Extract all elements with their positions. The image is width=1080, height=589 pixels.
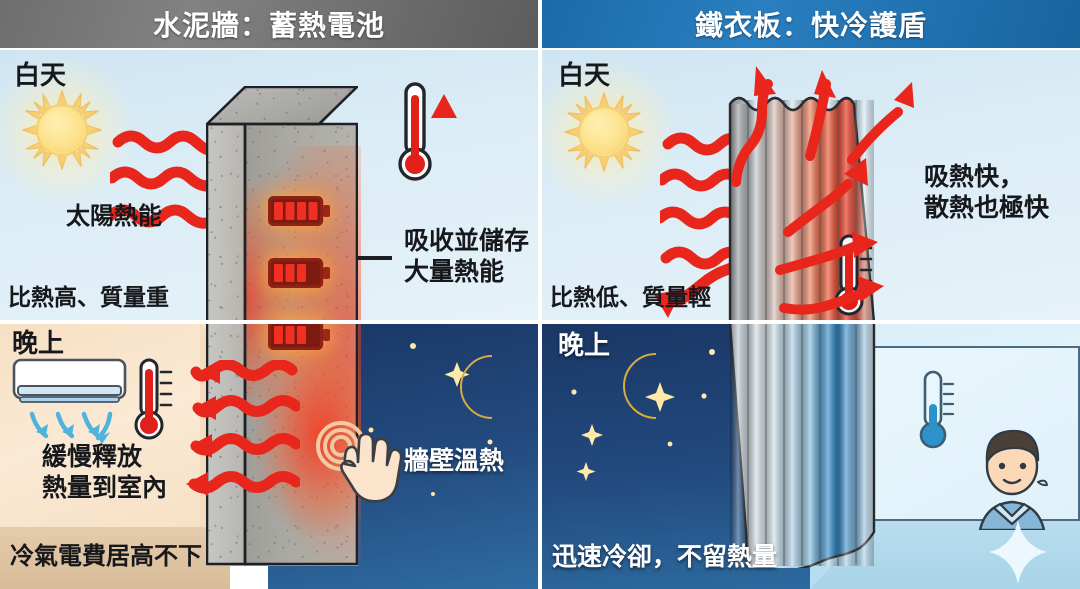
warm-room-floor [0, 527, 230, 589]
sun-glow [542, 58, 678, 206]
right-panel-header: 鐵衣板：快冷護盾 [542, 0, 1080, 48]
person-comfortable-icon [978, 429, 1049, 530]
cool-room-back-wall [856, 346, 1080, 521]
panel-vertical-divider [538, 0, 542, 589]
left-panel-concrete-wall: 水泥牆：蓄熱電池 [0, 0, 538, 589]
crescent-moon-icon [460, 355, 493, 419]
left-panel-header: 水泥牆：蓄熱電池 [0, 0, 538, 48]
heat-release-arrows [186, 360, 300, 496]
solar-heat-label: 太陽熱能 [66, 203, 162, 230]
absorb-store-callout-label: 吸收並儲存 大量熱能 [404, 227, 530, 286]
cold-airflow-arrows [29, 411, 113, 444]
right-panel-metal-sheet: 鐵衣板：快冷護盾 [542, 0, 1080, 589]
right-conclusion-label: 迅速冷卻，不留熱量 [552, 543, 778, 571]
thermometer-hot-icon [134, 358, 173, 440]
right-panel-title: 鐵衣板：快冷護盾 [694, 10, 927, 41]
right-day-property-label: 比熱低、質量輕 [550, 284, 711, 310]
battery-full-icon [268, 196, 330, 226]
hand-touch-icon [316, 421, 403, 503]
concrete-wall-top-face [206, 86, 358, 126]
battery-mid-icon [268, 258, 330, 288]
left-row-divider [0, 320, 538, 324]
left-day-time-label: 白天 [14, 60, 67, 90]
sun-icon [542, 58, 678, 206]
right-day-scene: 白天 比熱低、質量輕 吸熱快， 散熱也極快 [542, 50, 1080, 320]
right-day-time-label: 白天 [558, 60, 611, 90]
left-panel-title: 水泥牆：蓄熱電池 [152, 10, 385, 41]
heat-radiating-arrows [731, 66, 914, 320]
left-night-time-label: 晚上 [12, 328, 65, 358]
thermometer-cool-icon [919, 370, 955, 449]
thermometer-hot-icon [398, 82, 457, 181]
fast-absorb-release-callout-label: 吸熱快， 散熱也極快 [924, 163, 1050, 222]
air-conditioner-icon [12, 358, 127, 444]
warm-wall-label: 牆壁溫熱 [404, 447, 505, 475]
sun-icon [0, 56, 136, 204]
callout-leader-line [356, 256, 392, 260]
left-day-property-label: 比熱高、質量重 [8, 284, 169, 310]
sparkle-icon [989, 520, 1047, 584]
left-conclusion-label: 冷氣電費居高不下 [10, 543, 202, 570]
star-field [571, 349, 787, 481]
right-row-divider [542, 320, 1080, 324]
right-night-time-label: 晚上 [558, 330, 611, 360]
crescent-moon-icon [623, 353, 657, 419]
slow-heat-release-label: 緩慢釋放 熱量到室內 [42, 443, 168, 502]
arrow-up-icon [431, 94, 457, 170]
battery-mid-icon [268, 320, 330, 350]
